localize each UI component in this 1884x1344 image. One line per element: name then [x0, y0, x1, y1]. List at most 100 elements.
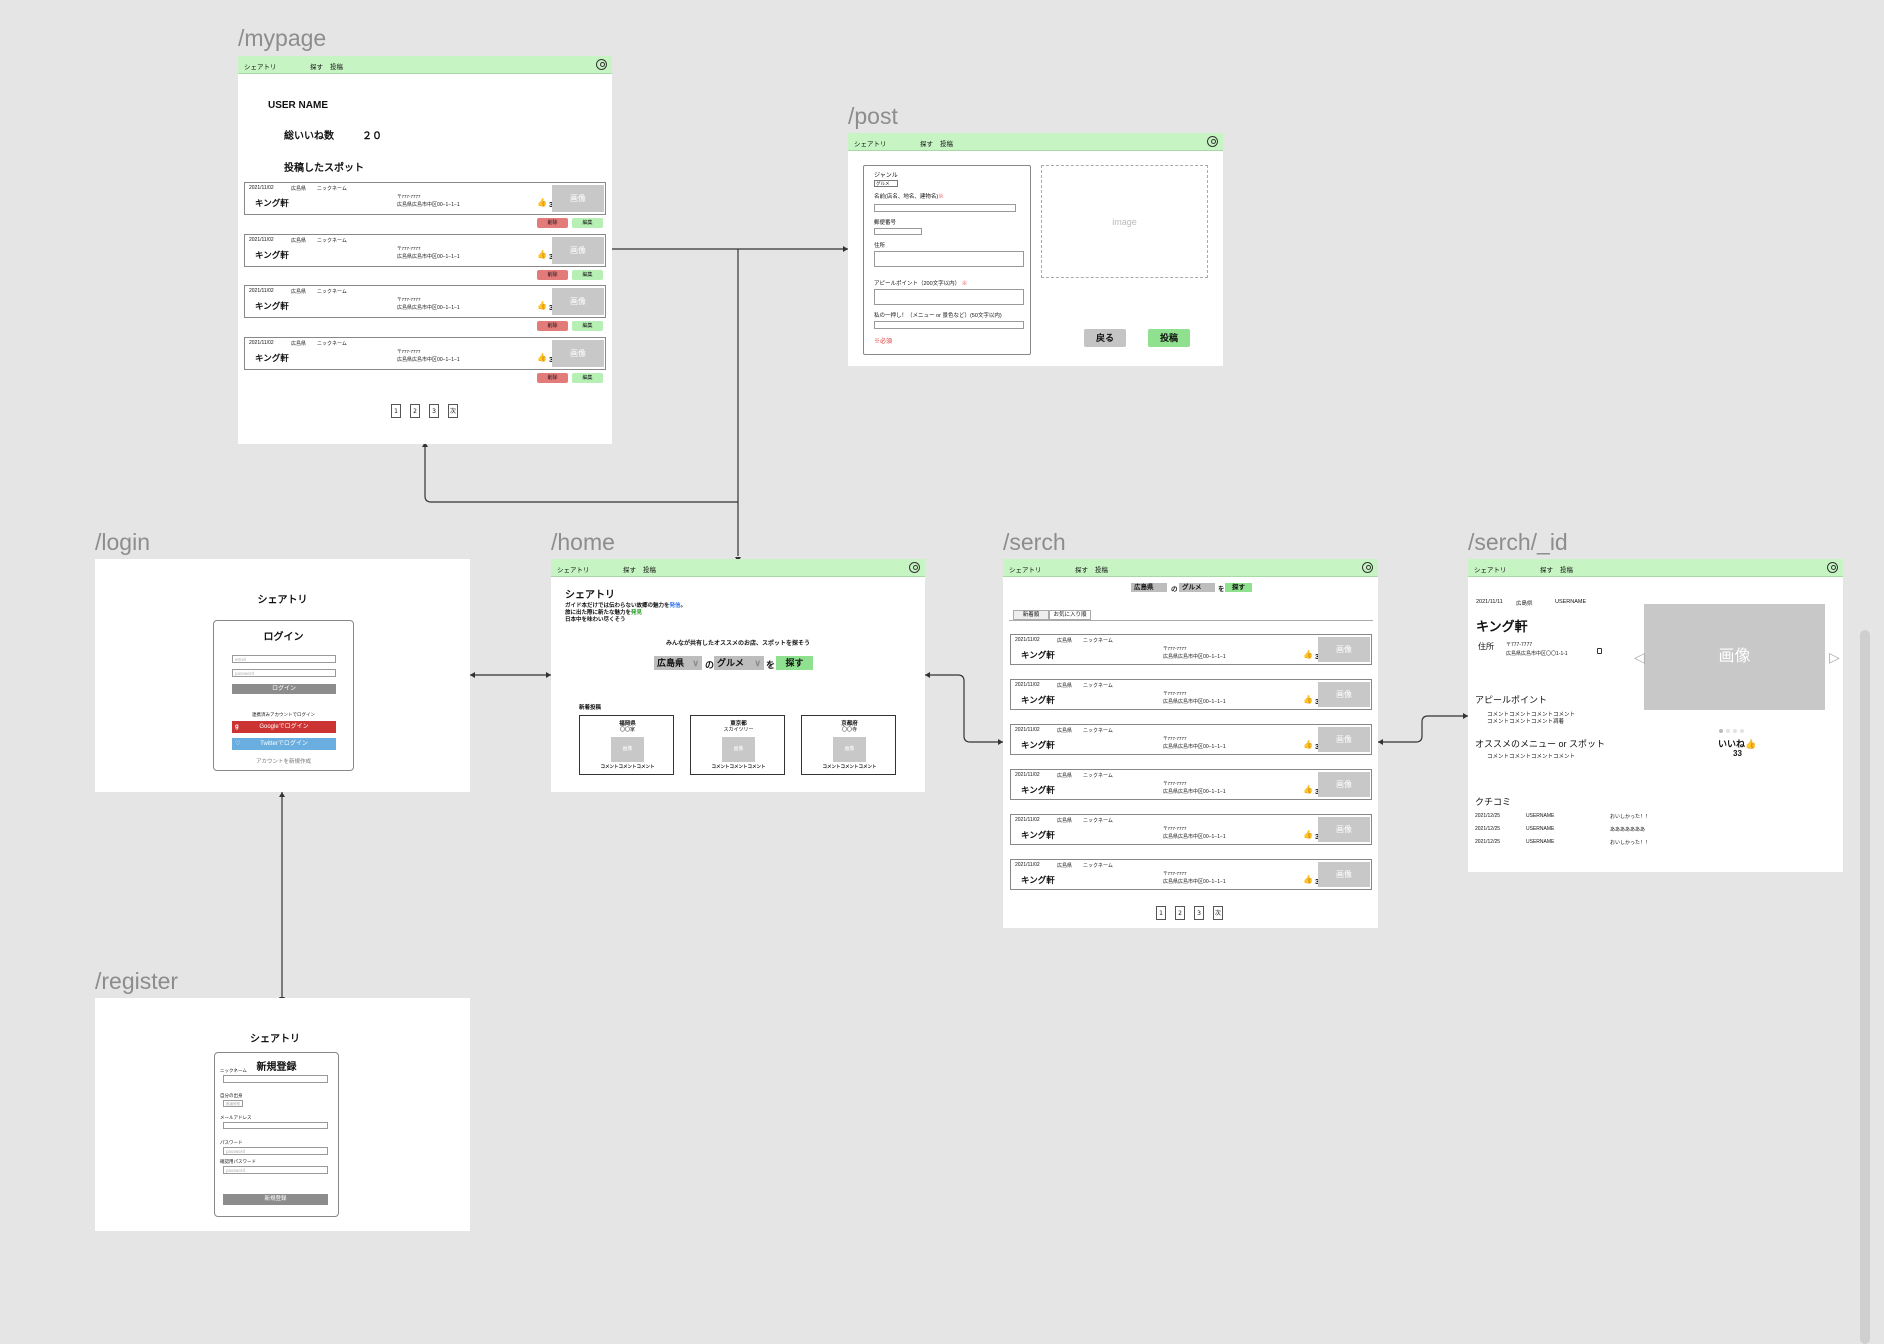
edit-button[interactable]: 編集 — [572, 218, 603, 228]
email-input[interactable] — [223, 1122, 328, 1129]
app-name[interactable]: シェアトリ — [1474, 567, 1507, 574]
like-button[interactable]: いいね👍 — [1718, 739, 1757, 749]
user-icon[interactable] — [1827, 562, 1838, 573]
app-name[interactable]: シェアトリ — [854, 141, 887, 148]
nav-search[interactable]: 探す — [1075, 567, 1088, 574]
nav-search[interactable]: 探す — [1540, 567, 1553, 574]
carousel-prev-icon[interactable]: ◁ — [1634, 650, 1645, 666]
thumbs-up-icon[interactable]: 👍 — [1303, 875, 1313, 884]
delete-button[interactable]: 削除 — [537, 218, 568, 228]
new-post-card[interactable]: 東京都スカイツリー画像コメントコメントコメント — [690, 715, 785, 775]
genre-select[interactable]: グルメ — [874, 180, 898, 187]
user-icon[interactable] — [909, 562, 920, 573]
address-input[interactable] — [874, 251, 1024, 267]
edit-button[interactable]: 編集 — [572, 321, 603, 331]
username: USER NAME — [268, 100, 329, 111]
canvas-scrollbar[interactable] — [1860, 630, 1870, 1344]
thumbs-up-icon[interactable]: 👍 — [1303, 695, 1313, 704]
nav-post[interactable]: 投稿 — [940, 141, 953, 148]
copy-icon[interactable] — [1597, 648, 1602, 654]
delete-button[interactable]: 削除 — [537, 269, 568, 280]
find-button[interactable]: 探す — [776, 656, 813, 670]
thumbs-up-icon[interactable]: 👍 — [537, 301, 547, 310]
edit-button[interactable]: 編集 — [572, 372, 603, 383]
genre-select[interactable]: グルメ — [1179, 583, 1215, 592]
new-post-card[interactable]: 京都府〇〇寺画像コメントコメントコメント — [801, 715, 896, 775]
page-1-button[interactable]: 1 — [391, 404, 401, 418]
thumbs-up-icon[interactable]: 👍 — [1303, 785, 1313, 794]
page-3-button[interactable]: 3 — [1194, 906, 1204, 920]
nav-search[interactable]: 探す — [920, 141, 933, 148]
password-input[interactable]: password — [232, 669, 336, 677]
nav-post[interactable]: 投稿 — [1095, 567, 1108, 574]
find-button[interactable]: 探す — [1225, 583, 1252, 592]
spot-name: キング軒 — [1021, 785, 1055, 795]
frame-label-login: /login — [95, 529, 150, 555]
page-4-button[interactable]: 次 — [1213, 906, 1223, 920]
page-3-button[interactable]: 3 — [429, 404, 439, 418]
nav-post[interactable]: 投稿 — [330, 64, 343, 71]
carousel-dots[interactable] — [1719, 718, 1744, 737]
thumbs-up-icon[interactable]: 👍 — [1303, 830, 1313, 839]
recommend-input[interactable] — [874, 321, 1024, 329]
nav-search[interactable]: 探す — [310, 64, 323, 71]
twitter-login-button[interactable]: ♡Twitterでログイン — [232, 738, 336, 750]
app-name[interactable]: シェアトリ — [244, 64, 277, 71]
image-upload-area[interactable]: image — [1041, 165, 1208, 278]
app-name[interactable]: シェアトリ — [1009, 567, 1042, 574]
email-input[interactable]: email — [232, 655, 336, 663]
submit-post-button[interactable]: 投稿 — [1148, 329, 1190, 347]
back-button[interactable]: 戻る — [1084, 329, 1126, 347]
user-icon[interactable] — [1207, 136, 1218, 147]
delete-button[interactable]: 削除 — [537, 372, 568, 383]
edit-button[interactable]: 編集 — [572, 269, 603, 280]
user-icon[interactable] — [1362, 562, 1373, 573]
page-1-button[interactable]: 1 — [1156, 906, 1166, 920]
thumbs-up-icon[interactable]: 👍 — [537, 352, 547, 362]
home-pref-select[interactable]: 都道府県 — [223, 1100, 243, 1107]
thumbs-up-icon[interactable]: 👍 — [1303, 740, 1313, 749]
pref-select[interactable]: 広島県 — [1131, 583, 1167, 592]
nav-post[interactable]: 投稿 — [643, 567, 656, 574]
genre-select[interactable]: グルメ∨ — [714, 656, 764, 670]
new-post-card[interactable]: 福岡県〇〇家画像コメントコメントコメント — [579, 715, 674, 775]
post-date: 2021/11/11 — [1476, 599, 1503, 605]
delete-button[interactable]: 削除 — [537, 321, 568, 331]
app-name[interactable]: シェアトリ — [557, 567, 590, 574]
social-login-label: 連携済みアカウントでログイン — [252, 712, 315, 717]
register-button[interactable]: 新規登録 — [223, 1194, 328, 1205]
particle-wo: を — [766, 660, 776, 670]
page-2-button[interactable]: 2 — [1175, 906, 1185, 920]
confirm-password-input[interactable]: password — [223, 1166, 328, 1174]
name-input[interactable] — [874, 204, 1016, 212]
carousel-next-icon[interactable]: ▷ — [1829, 650, 1840, 666]
thumbs-up-icon[interactable]: 👍 — [537, 249, 547, 259]
nav-search[interactable]: 探す — [623, 567, 636, 574]
page-4-button[interactable]: 次 — [448, 404, 458, 418]
password-input[interactable]: password — [223, 1147, 328, 1155]
nickname-input[interactable] — [223, 1075, 328, 1083]
zip-input[interactable] — [874, 228, 922, 235]
tab-newest[interactable]: 新着順 — [1013, 610, 1049, 620]
pref-select[interactable]: 広島県∨ — [654, 656, 702, 670]
tab-favorites[interactable]: お気に入り順 — [1049, 610, 1091, 620]
user-icon[interactable] — [596, 59, 607, 70]
appeal-input[interactable] — [874, 289, 1024, 305]
thumbs-up-icon[interactable]: 👍 — [537, 198, 547, 207]
page-2-button[interactable]: 2 — [410, 404, 420, 418]
create-account-link[interactable]: アカウントを新規作成 — [255, 759, 311, 765]
thumbs-up-icon[interactable]: 👍 — [1303, 650, 1313, 659]
nav-post[interactable]: 投稿 — [1560, 567, 1573, 574]
login-button[interactable]: ログイン — [232, 684, 336, 694]
